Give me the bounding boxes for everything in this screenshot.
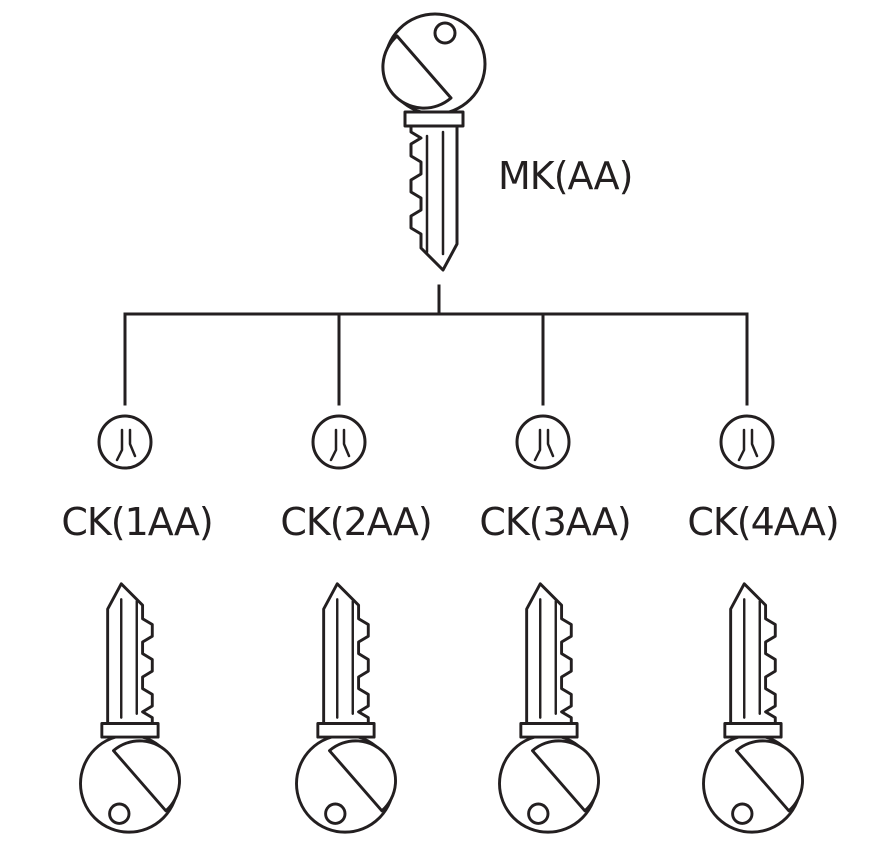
lock-cylinder-icon bbox=[97, 414, 153, 470]
key-icon bbox=[500, 584, 599, 832]
key-icon bbox=[297, 584, 396, 832]
master-key-icon bbox=[381, 12, 487, 272]
change-key-label-1: CK(1AA) bbox=[61, 500, 213, 544]
key-icon bbox=[704, 584, 803, 832]
change-key-label-2: CK(2AA) bbox=[280, 500, 432, 544]
key-icon bbox=[80, 584, 179, 832]
lock-cylinder-icon bbox=[311, 414, 367, 470]
connector-tree bbox=[123, 284, 749, 406]
master-key-label: MK(AA) bbox=[498, 154, 633, 198]
lock-cylinder-icon bbox=[719, 414, 775, 470]
change-key-label-4: CK(4AA) bbox=[687, 500, 839, 544]
lock-cylinder-icon bbox=[515, 414, 571, 470]
change-key-label-3: CK(3AA) bbox=[479, 500, 631, 544]
